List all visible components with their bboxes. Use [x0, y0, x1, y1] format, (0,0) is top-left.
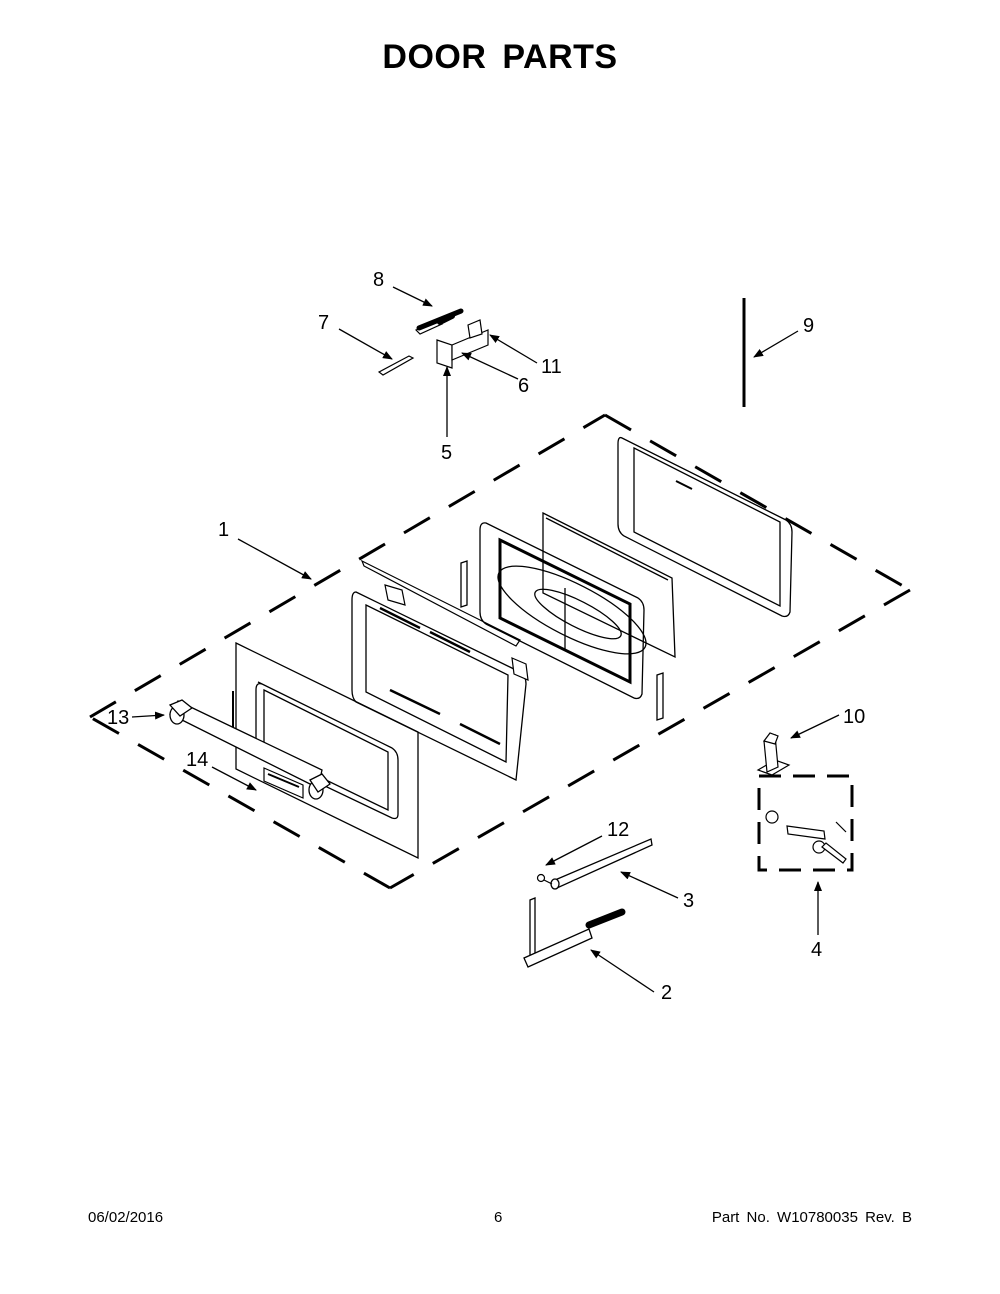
latch-assembly — [377, 313, 489, 376]
spring-part-8 — [416, 308, 464, 331]
callout-9: 9 — [803, 315, 815, 337]
inner-door-liner — [617, 436, 793, 618]
door-handle — [168, 699, 331, 800]
logo-badge — [263, 767, 304, 799]
callout-10: 10 — [843, 706, 866, 728]
hinge-arm — [550, 838, 653, 890]
footer-date: 06/02/2016 — [88, 1209, 164, 1226]
footer-part-number: Part No. W10780035 Rev. B — [711, 1209, 912, 1226]
leader-lines — [131, 286, 840, 993]
hinge-pin — [536, 873, 553, 885]
callout-2: 2 — [661, 982, 673, 1004]
door-hinge — [523, 897, 626, 968]
callout-14: 14 — [186, 749, 209, 771]
hinge-bracket-left — [384, 584, 406, 606]
callout-6: 6 — [518, 375, 530, 397]
top-trim-strip — [360, 559, 521, 647]
door-assembly-boundary — [89, 413, 911, 890]
hardware-kit-contents — [765, 810, 847, 864]
side-clip-right — [656, 672, 664, 721]
callout-7: 7 — [318, 312, 330, 334]
hinge-bracket-right — [511, 657, 529, 681]
callout-13: 13 — [107, 707, 130, 729]
callout-5: 5 — [441, 442, 453, 464]
glass-panel — [542, 511, 676, 659]
callout-3: 3 — [683, 890, 695, 912]
callout-8: 8 — [373, 269, 385, 291]
callout-1: 1 — [218, 519, 230, 541]
callout-12: 12 — [607, 819, 630, 841]
window-pack — [479, 522, 647, 700]
footer-page-number: 6 — [494, 1209, 503, 1226]
side-clip-left — [460, 560, 468, 608]
page-title: DOOR PARTS — [382, 38, 618, 76]
callout-4: 4 — [811, 939, 823, 961]
hinge-receptacle — [756, 732, 791, 776]
callout-11: 11 — [541, 356, 562, 378]
hardware-kit-box — [757, 774, 854, 872]
